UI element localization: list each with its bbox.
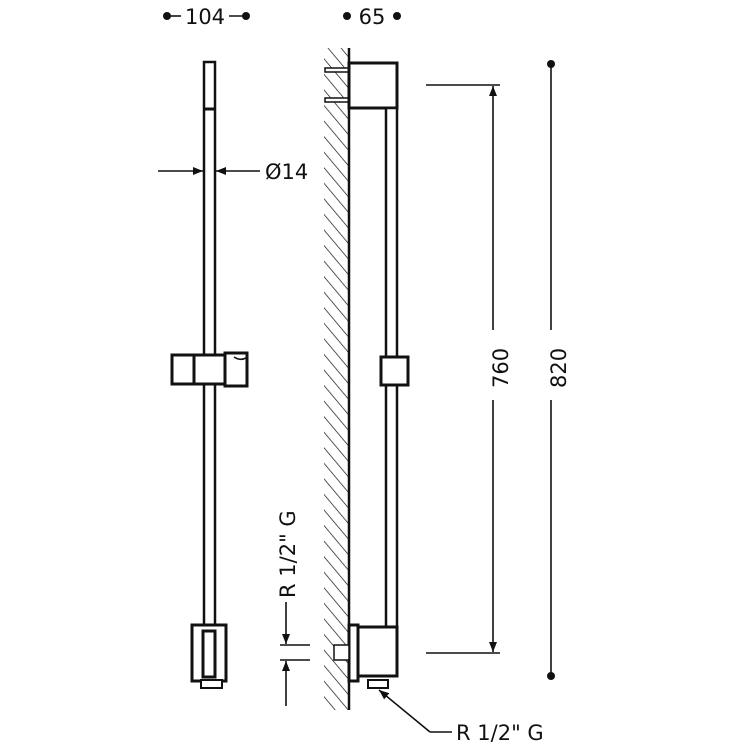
wall-hatch — [324, 48, 349, 710]
dimension-depth: 65 — [343, 5, 401, 29]
dimension-overall-height: 820 — [547, 60, 571, 680]
slider-block — [170, 353, 196, 386]
dimension-diameter: Ø14 — [158, 160, 308, 184]
dimension-thread-left: R 1/2" G — [276, 510, 310, 706]
slider-side — [379, 355, 410, 387]
front-view — [170, 60, 249, 689]
top-bracket — [347, 61, 399, 110]
overall-height-label: 820 — [547, 348, 571, 388]
side-view — [324, 48, 410, 710]
dimension-rail-length: 760 — [426, 84, 513, 654]
thread-left-label: R 1/2" G — [276, 510, 300, 598]
thread-right-label: R 1/2" G — [456, 721, 544, 745]
dimension-width: 104 — [163, 5, 250, 29]
dimension-diameter-label: Ø14 — [265, 160, 308, 184]
dimension-thread-right: R 1/2" G — [378, 689, 544, 745]
rail-length-label: 760 — [489, 348, 513, 388]
dimension-depth-label: 65 — [359, 5, 386, 29]
rail — [202, 60, 217, 630]
dimension-width-label: 104 — [185, 5, 225, 29]
